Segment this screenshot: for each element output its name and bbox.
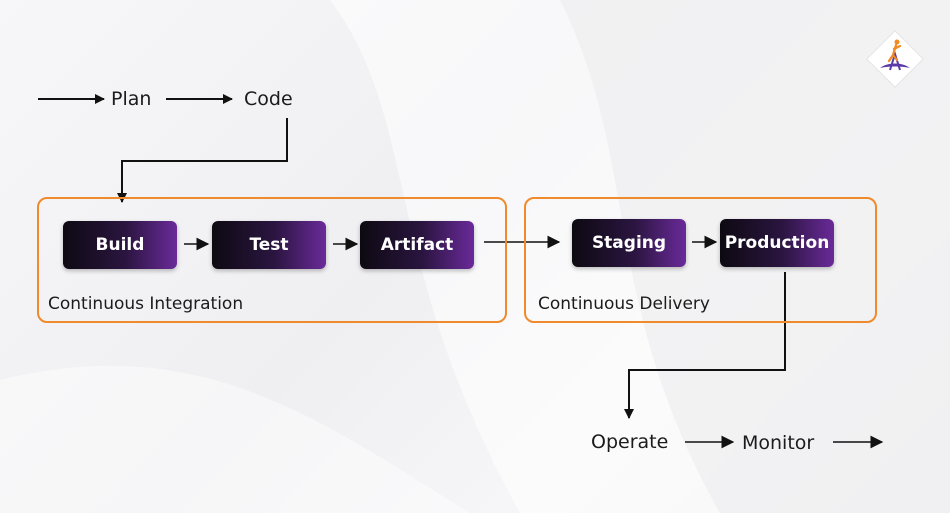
stage-build: Build bbox=[63, 221, 177, 269]
stage-production: Production bbox=[720, 219, 834, 267]
stage-artifact: Artifact bbox=[360, 221, 474, 269]
continuous-integration-group bbox=[37, 197, 507, 323]
plan-label: Plan bbox=[111, 88, 152, 110]
continuous-delivery-label: Continuous Delivery bbox=[538, 294, 710, 314]
continuous-delivery-group bbox=[524, 197, 877, 323]
continuous-integration-label: Continuous Integration bbox=[48, 294, 244, 314]
arrow-code-to-build bbox=[117, 118, 288, 203]
brand-logo-icon bbox=[866, 30, 924, 88]
stage-staging: Staging bbox=[572, 219, 686, 267]
stage-test: Test bbox=[212, 221, 326, 269]
code-label: Code bbox=[244, 88, 293, 110]
monitor-label: Monitor bbox=[742, 432, 815, 454]
operate-label: Operate bbox=[591, 431, 669, 453]
